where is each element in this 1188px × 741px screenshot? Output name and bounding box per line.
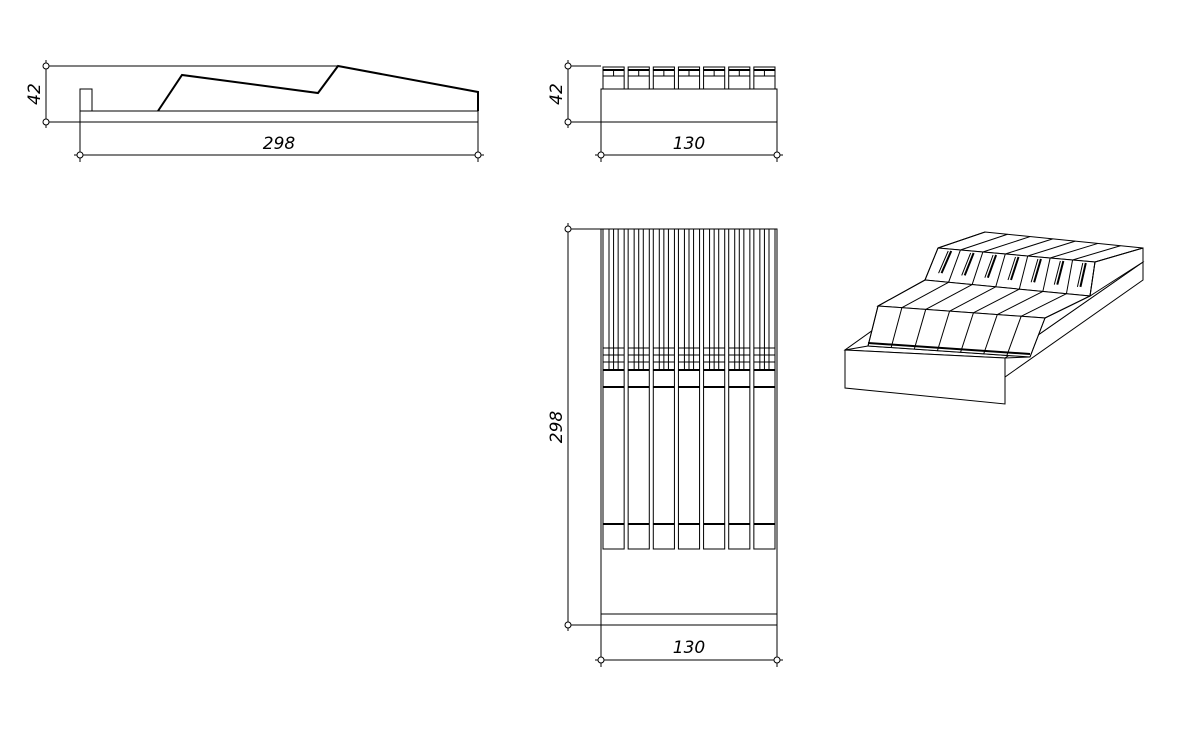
iso-top-divider bbox=[960, 233, 1008, 251]
front-height-label: 42 bbox=[547, 83, 567, 105]
front-slot bbox=[753, 66, 776, 90]
iso-top-divider bbox=[1027, 240, 1076, 257]
front-view: 42 130 bbox=[547, 60, 783, 162]
iso-knife-slot-edge bbox=[961, 252, 972, 276]
front-slot bbox=[602, 66, 625, 90]
iso-front-divider bbox=[983, 314, 998, 355]
iso-knife-slot-edge bbox=[1053, 260, 1061, 285]
front-slot bbox=[728, 66, 751, 90]
iso-block-divider bbox=[971, 251, 984, 285]
iso-knife-slot-edge bbox=[938, 250, 949, 274]
iso-knife-slot bbox=[1056, 260, 1065, 285]
iso-block-divider bbox=[948, 249, 961, 283]
front-slot bbox=[652, 66, 675, 90]
iso-knife-slot bbox=[963, 252, 975, 276]
iso-top-divider bbox=[1049, 242, 1099, 259]
top-slot-group bbox=[602, 228, 776, 550]
iso-top-divider bbox=[1094, 247, 1144, 263]
front-slot bbox=[627, 66, 650, 90]
iso-ramp-divider bbox=[973, 288, 1020, 314]
top-width-label: 130 bbox=[673, 638, 705, 658]
iso-block-divider bbox=[924, 247, 939, 281]
side-length-label: 298 bbox=[263, 134, 296, 154]
front-slot-group bbox=[602, 66, 776, 90]
top-view: 298 130 bbox=[547, 223, 783, 667]
iso-ramp-divider bbox=[1044, 295, 1091, 319]
iso-knife-slot bbox=[1033, 258, 1042, 283]
iso-front-divider bbox=[960, 312, 974, 353]
side-height-label: 42 bbox=[25, 83, 45, 105]
iso-knife-slot-edge bbox=[984, 254, 994, 278]
iso-ramp-divider bbox=[949, 286, 996, 312]
iso-front-divider bbox=[867, 305, 879, 347]
isometric-view bbox=[843, 231, 1145, 405]
iso-slot-group bbox=[867, 231, 1144, 358]
front-width-label: 130 bbox=[673, 134, 705, 154]
iso-ramp-divider bbox=[925, 284, 973, 310]
iso-front-divider bbox=[1006, 316, 1022, 356]
iso-knife-slot-edge bbox=[1076, 262, 1084, 287]
iso-block-divider bbox=[1065, 259, 1074, 294]
iso-front-divider bbox=[890, 307, 903, 348]
iso-ramp-divider bbox=[877, 279, 926, 307]
front-slot bbox=[677, 66, 701, 90]
iso-top-divider bbox=[1072, 245, 1121, 261]
iso-knife-slot bbox=[1079, 262, 1087, 288]
iso-block-divider bbox=[1018, 255, 1029, 290]
iso-knife-slot bbox=[1010, 256, 1020, 281]
front-slot bbox=[703, 66, 726, 90]
iso-top-divider bbox=[937, 231, 986, 249]
iso-top-divider bbox=[982, 236, 1031, 253]
iso-ramp-divider bbox=[1020, 293, 1067, 317]
iso-block-divider bbox=[1042, 257, 1051, 292]
top-length-label: 298 bbox=[547, 411, 567, 444]
iso-block-divider bbox=[1089, 261, 1096, 297]
iso-knife-slot bbox=[940, 250, 953, 274]
iso-front-divider bbox=[1029, 317, 1046, 358]
iso-knife-slot bbox=[986, 254, 998, 279]
iso-knife-slot-edge bbox=[1030, 258, 1039, 283]
iso-knife-slot-edge bbox=[1007, 256, 1016, 281]
iso-front-base bbox=[867, 342, 1031, 355]
iso-ramp-divider bbox=[997, 290, 1044, 316]
iso-front-divider bbox=[913, 309, 927, 350]
iso-front-divider bbox=[936, 310, 951, 351]
iso-ramp-divider bbox=[901, 281, 949, 309]
iso-block-divider bbox=[995, 253, 1006, 287]
side-view: 42 298 bbox=[25, 60, 484, 162]
iso-top-divider bbox=[1005, 238, 1053, 255]
